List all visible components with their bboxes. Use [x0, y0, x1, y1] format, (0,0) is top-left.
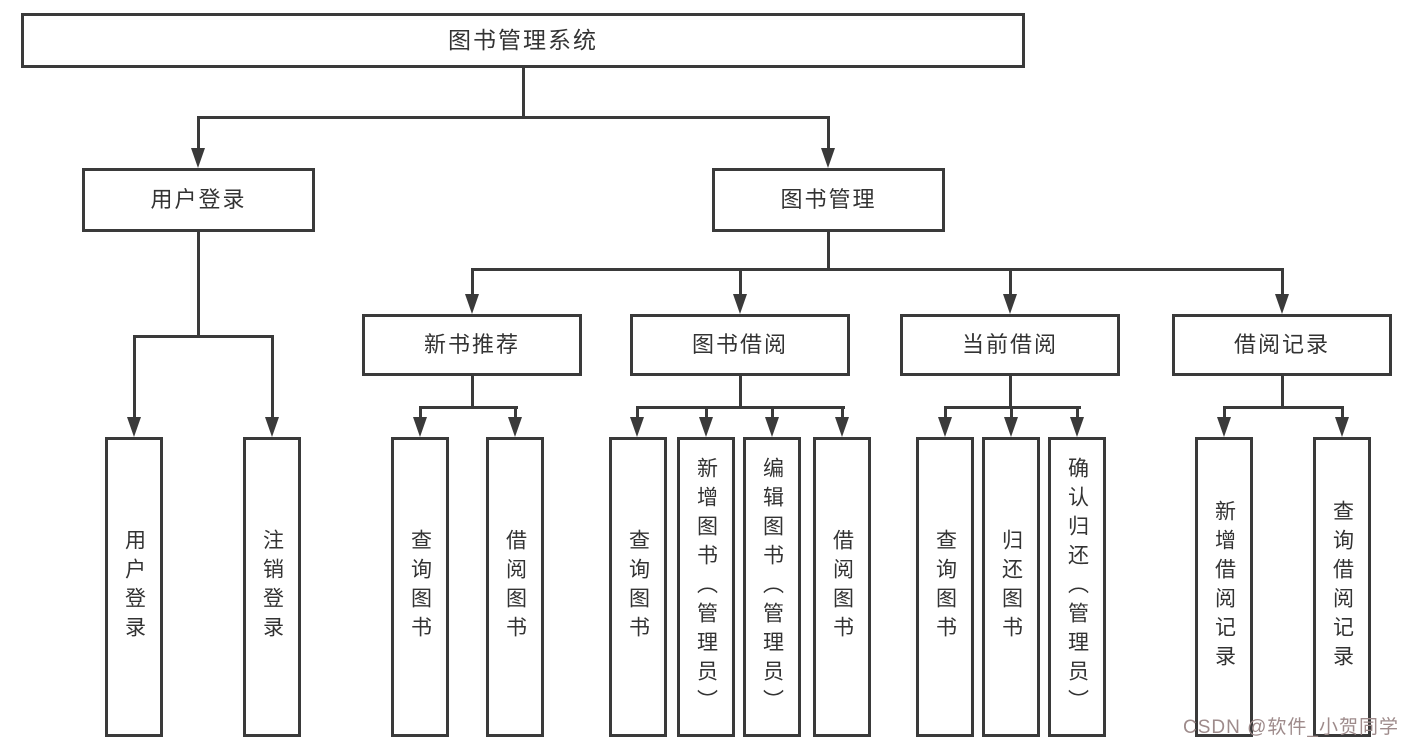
connector-line: [1222, 406, 1344, 409]
arrow-down-icon: [630, 417, 644, 437]
leaf-query-books-current: 查询图书: [916, 437, 974, 737]
node-label: 新增图书（管理员）: [694, 456, 718, 718]
node-label: 编辑图书（管理员）: [760, 456, 784, 718]
leaf-add-books-admin: 新增图书（管理员）: [677, 437, 735, 737]
arrow-down-icon: [1275, 294, 1289, 314]
connector-line: [196, 116, 830, 119]
node-label: 注销登录: [260, 529, 284, 645]
connector-line: [470, 376, 474, 408]
connector-line: [1009, 408, 1013, 419]
connector-line: [1280, 270, 1284, 297]
connector-line: [470, 268, 1284, 271]
node-label: 查询借阅记录: [1330, 500, 1354, 674]
leaf-borrow-books-recommend: 借阅图书: [486, 437, 544, 737]
leaf-query-books-borrow: 查询图书: [609, 437, 667, 737]
connector-line: [196, 118, 200, 150]
node-label: 借阅图书: [830, 529, 854, 645]
arrow-down-icon: [413, 417, 427, 437]
leaf-query-books-recommend: 查询图书: [391, 437, 449, 737]
connector-line: [132, 337, 136, 419]
node-library-management-system: 图书管理系统: [21, 13, 1025, 68]
leaf-query-borrow-record: 查询借阅记录: [1313, 437, 1371, 737]
arrow-down-icon: [1004, 417, 1018, 437]
leaf-borrow-books: 借阅图书: [813, 437, 871, 737]
connector-line: [270, 337, 274, 419]
leaf-edit-books-admin: 编辑图书（管理员）: [743, 437, 801, 737]
node-book-management: 图书管理: [712, 168, 945, 232]
connector-line: [826, 118, 830, 150]
connector-line: [826, 232, 830, 270]
leaf-return-books: 归还图书: [982, 437, 1040, 737]
leaf-logout: 注销登录: [243, 437, 301, 737]
arrow-down-icon: [1335, 417, 1349, 437]
arrow-down-icon: [1003, 294, 1017, 314]
connector-line: [196, 232, 200, 337]
connector-line: [1008, 270, 1012, 297]
node-user-login: 用户登录: [82, 168, 315, 232]
node-label: 借阅图书: [503, 529, 527, 645]
node-current-borrowing: 当前借阅: [900, 314, 1120, 376]
connector-line: [635, 406, 845, 409]
node-label: 借阅记录: [1233, 332, 1330, 357]
node-label: 查询图书: [626, 529, 650, 645]
connector-line: [1340, 408, 1344, 419]
node-label: 查询图书: [408, 529, 432, 645]
connector-line: [132, 335, 274, 338]
arrow-down-icon: [938, 417, 952, 437]
node-borrowing-records: 借阅记录: [1172, 314, 1392, 376]
node-label: 归还图书: [999, 529, 1023, 645]
node-label: 新书推荐: [423, 332, 520, 357]
leaf-add-borrow-record: 新增借阅记录: [1195, 437, 1253, 737]
arrow-down-icon: [465, 294, 479, 314]
connector-line: [470, 270, 474, 297]
arrow-down-icon: [733, 294, 747, 314]
arrow-down-icon: [1070, 417, 1084, 437]
csdn-watermark: CSDN @软件_小贺同学: [1183, 717, 1399, 738]
node-label: 图书管理系统: [448, 27, 598, 53]
node-label: 确认归还（管理员）: [1065, 456, 1089, 718]
arrow-down-icon: [699, 417, 713, 437]
connector-line: [521, 68, 525, 118]
connector-line: [840, 408, 844, 419]
arrow-down-icon: [1217, 417, 1231, 437]
connector-line: [1075, 408, 1079, 419]
node-label: 查询图书: [933, 529, 957, 645]
connector-line: [943, 406, 1081, 409]
arrow-down-icon: [765, 417, 779, 437]
connector-line: [418, 408, 422, 419]
connector-line: [513, 408, 517, 419]
node-label: 图书借阅: [691, 332, 788, 357]
connector-line: [1008, 376, 1012, 408]
connector-line: [1280, 376, 1284, 408]
connector-line: [418, 406, 518, 409]
arrow-down-icon: [508, 417, 522, 437]
node-label: 新增借阅记录: [1212, 500, 1236, 674]
leaf-confirm-return-admin: 确认归还（管理员）: [1048, 437, 1106, 737]
node-label: 用户登录: [150, 187, 247, 212]
leaf-user-login: 用户登录: [105, 437, 163, 737]
connector-line: [635, 408, 639, 419]
connector-line: [770, 408, 774, 419]
arrow-down-icon: [821, 148, 835, 168]
arrow-down-icon: [191, 148, 205, 168]
node-label: 图书管理: [780, 187, 877, 212]
connector-line: [943, 408, 947, 419]
node-new-book-recommendation: 新书推荐: [362, 314, 582, 376]
arrow-down-icon: [265, 417, 279, 437]
connector-line: [738, 270, 742, 297]
node-label: 当前借阅: [961, 332, 1058, 357]
node-label: 用户登录: [122, 529, 146, 645]
connector-line: [704, 408, 708, 419]
node-book-borrowing: 图书借阅: [630, 314, 850, 376]
arrow-down-icon: [835, 417, 849, 437]
connector-line: [738, 376, 742, 408]
arrow-down-icon: [127, 417, 141, 437]
connector-line: [1222, 408, 1226, 419]
